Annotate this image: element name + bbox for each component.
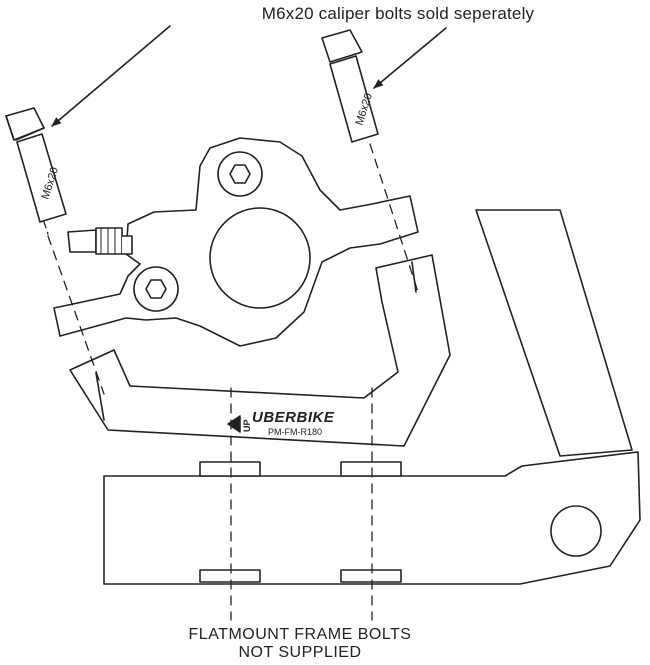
caliper-bolts-note: M6x20 caliper bolts sold seperately [0,4,608,24]
banjo-nut [95,227,123,255]
leader-arrow-right [373,27,447,89]
up-arrow-icon [227,415,241,433]
frame-bolts-note-line1: FLATMOUNT FRAME BOLTS [188,626,412,643]
brake-caliper [53,137,419,347]
alignment-line-right-bolt [369,143,419,293]
caliper-bolt-right [321,29,379,143]
frame-seatstay [475,209,633,457]
frame-boss-right-bottom [340,569,402,583]
leader-arrow-left [51,25,171,127]
flatmount-adapter-plate [69,254,451,447]
caliper-bolt-left [5,107,67,235]
adapter-brand: UBERBIKE [252,409,335,426]
caliper-bolts-note-text: M6x20 caliper bolts sold seperately [261,4,535,23]
frame-boss-left-top [199,461,261,477]
mount-bolt-hex [145,279,167,299]
caliper-piston-bore [209,207,311,309]
bleed-screw-hex [229,164,251,184]
hose-banjo-fitting [67,229,97,253]
adapter-up-marker: UP [242,419,252,432]
adapter-part-number: PM-FM-R180 [268,427,322,437]
frame-boss-left-bottom [199,569,261,583]
frame-bolts-note: FLATMOUNT FRAME BOLTS NOT SUPPLIED [130,626,470,662]
alignment-line-left-bolt [47,235,105,395]
dropout-axle-hole [550,505,602,557]
frame-bolts-note-line2: NOT SUPPLIED [238,644,362,661]
frame-boss-right-top [340,461,402,477]
